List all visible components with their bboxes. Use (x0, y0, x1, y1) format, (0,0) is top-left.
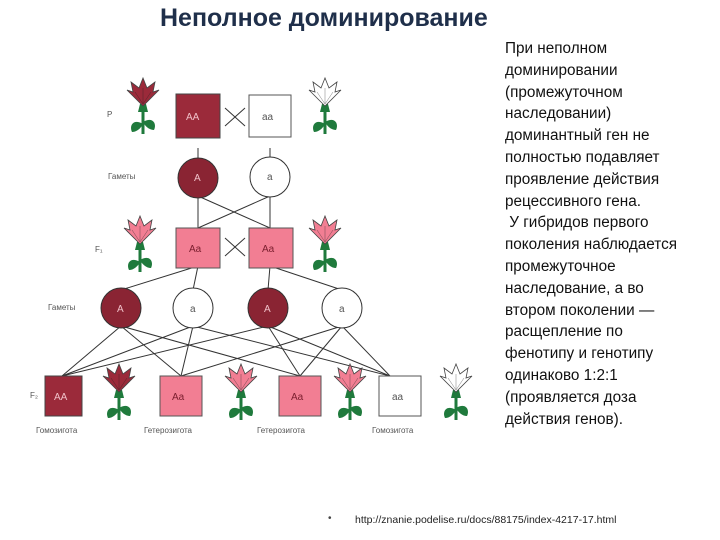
description-line: расщепление по (505, 321, 720, 343)
genotype-f2-1: AA (54, 392, 68, 403)
genotype-f2-4: aa (392, 392, 404, 403)
description-line: поколения наблюдается (505, 234, 720, 256)
flower-red-f2 (103, 364, 135, 420)
label-gametes-2: Гаметы (48, 303, 76, 312)
description-line: фенотипу и генотипу (505, 343, 720, 365)
label-gametes-1: Гаметы (108, 172, 136, 181)
flower-white-f2 (440, 364, 472, 420)
flower-white-p (309, 78, 341, 134)
label-f1: F₁ (95, 245, 103, 254)
description-line: действия генов). (505, 409, 720, 431)
description-line: промежуточное (505, 256, 720, 278)
label-p: P (107, 110, 112, 119)
description-line: наследование, а во (505, 278, 720, 300)
source-bullet: • (328, 513, 332, 524)
genotype-p-recessive: aa (262, 112, 274, 123)
flower-red-p (127, 78, 159, 134)
f2-caption-3: Гетерозигота (257, 426, 306, 435)
genotype-p-dominant: AA (186, 112, 200, 123)
gamete-2-3: A (264, 304, 271, 315)
gamete-2-4: a (339, 304, 345, 315)
flower-pink-f2-1 (225, 364, 257, 420)
genotype-f1-right: Aa (262, 244, 275, 255)
f2-caption-4: Гомозигота (372, 426, 414, 435)
description-line: полностью подавляет (505, 147, 720, 169)
flower-pink-f2-2 (334, 364, 366, 420)
source-link[interactable]: http://znanie.podelise.ru/docs/88175/ind… (355, 514, 617, 526)
description-line: При неполном (505, 38, 720, 60)
description-line: проявление действия (505, 169, 720, 191)
flower-pink-f1-right (309, 216, 341, 272)
label-f2: F₂ (30, 391, 38, 400)
description-line: втором поколении — (505, 300, 720, 322)
description-line: (промежуточном (505, 82, 720, 104)
description-line: наследовании) (505, 103, 720, 125)
description-line: (проявляется доза (505, 387, 720, 409)
connection-lines (62, 108, 390, 376)
f2-caption-2: Гетерозигота (144, 426, 193, 435)
description-line: У гибридов первого (505, 212, 720, 234)
description-line: одинаково 1:2:1 (505, 365, 720, 387)
flower-pink-f1-left (124, 216, 156, 272)
gamete-1-dominant: A (194, 173, 201, 184)
f2-caption-1: Гомозигота (36, 426, 78, 435)
description-line: рецессивного гена. (505, 191, 720, 213)
gamete-2-1: A (117, 304, 124, 315)
gamete-1-recessive: a (267, 172, 273, 183)
gamete-2-2: a (190, 304, 196, 315)
description-text: При неполном доминировании (промежуточно… (505, 38, 720, 430)
genotype-f1-left: Aa (189, 244, 202, 255)
description-line: доминировании (505, 60, 720, 82)
genotype-f2-3: Aa (291, 392, 304, 403)
description-line: доминантный ген не (505, 125, 720, 147)
genotype-f2-2: Aa (172, 392, 185, 403)
